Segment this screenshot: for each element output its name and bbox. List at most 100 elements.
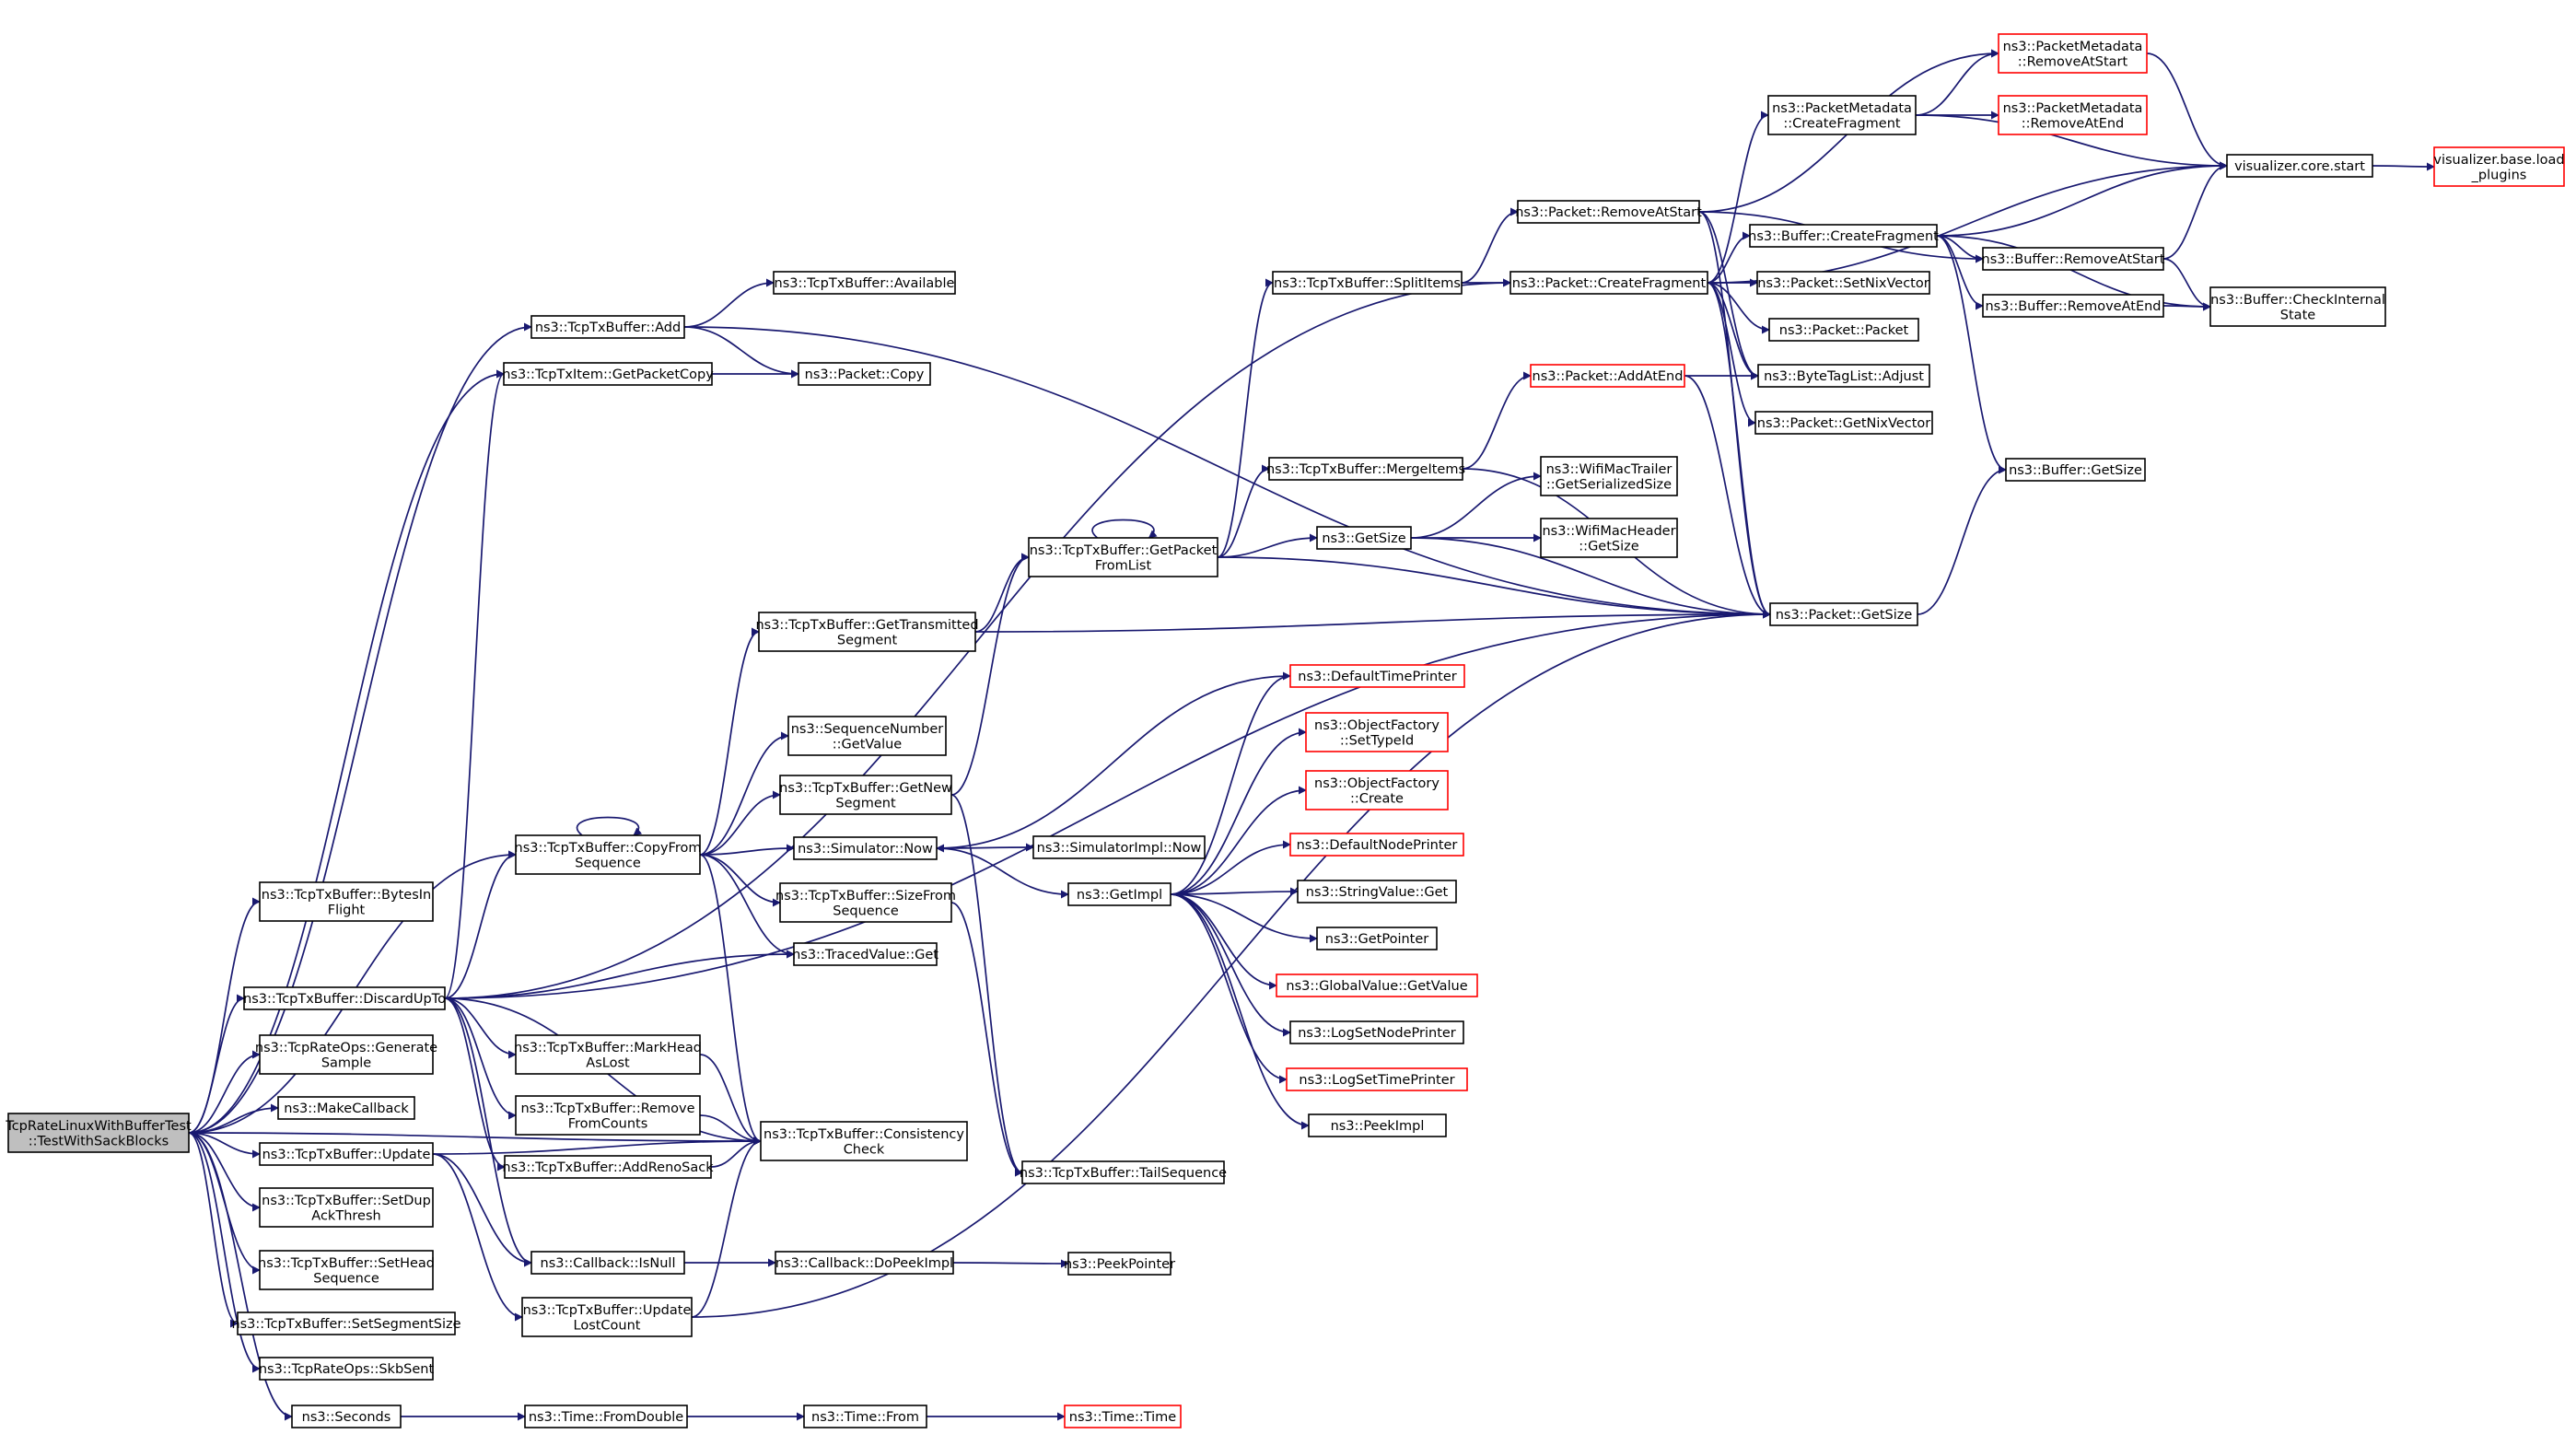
node-globalvalue[interactable]: ns3::GlobalValue::GetValue [1276,973,1478,997]
call-edge-copyfromseq-to-tracedget [699,854,795,959]
call-edge-mergeitems-to-paddatend [1462,371,1532,470]
node-setsegsize[interactable]: ns3::TcpTxBuffer::SetSegmentSize [231,1312,461,1335]
node-getpointer[interactable]: ns3::GetPointer [1316,927,1438,950]
node-box [779,882,952,923]
node-label: ns3::TcpRateOps::SkbSent [259,1362,435,1377]
node-splititems[interactable]: ns3::TcpTxBuffer::SplitItems [1272,271,1463,295]
node-box [503,362,713,386]
node-paddatend[interactable]: ns3::Packet::AddAtEnd [1530,364,1685,388]
node-wifiheader[interactable]: ns3::WifiMacHeader::GetSize [1540,518,1678,558]
node-peekimpl[interactable]: ns3::PeekImpl [1308,1113,1447,1137]
node-bremoveatend[interactable]: ns3::Buffer::RemoveAtEnd [1982,294,2164,318]
node-stringvalueget[interactable]: ns3::StringValue::Get [1297,880,1457,904]
node-tracedget[interactable]: ns3::TracedValue::Get [792,942,938,966]
node-ofcreate[interactable]: ns3::ObjectFactory::Create [1305,770,1449,810]
node-dopeekimpl[interactable]: ns3::Callback::DoPeekImpl [775,1251,954,1275]
node-pgetnixvector[interactable]: ns3::Packet::GetNixVector [1754,411,1933,435]
node-getsize[interactable]: ns3::GetSize [1316,526,1412,550]
call-edge-root-to-generatesample [188,1050,261,1134]
node-getimpl[interactable]: ns3::GetImpl [1067,882,1171,906]
node-makecallback[interactable]: ns3::MakeCallback [277,1096,415,1120]
node-label: ::GetValue [833,737,903,752]
node-premoveatstart[interactable]: ns3::Packet::RemoveAtStart [1515,200,1702,224]
node-timetime[interactable]: ns3::Time::Time [1064,1405,1182,1428]
call-edge-pcreatefragment-to-pgetsize [1707,282,1771,619]
call-edge-pcreatefragment-to-ppacket [1707,282,1770,334]
node-label: ns3::Buffer::CheckInternal [2210,293,2385,308]
node-bcreatefragment[interactable]: ns3::Buffer::CreateFragment [1748,224,1939,248]
node-label: ns3::Packet::AddAtEnd [1533,369,1684,384]
node-bytetagadjust[interactable]: ns3::ByteTagList::Adjust [1757,364,1930,388]
node-wifitrailer[interactable]: ns3::WifiMacTrailer::GetSerializedSize [1540,456,1678,496]
node-box [1308,1113,1447,1137]
node-psetnixvector[interactable]: ns3::Packet::SetNixVector [1756,271,1930,295]
node-vizstart[interactable]: visualizer.core.start [2226,154,2373,178]
node-seconds[interactable]: ns3::Seconds [291,1405,402,1428]
node-pmcreatefragment[interactable]: ns3::PacketMetadata::CreateFragment [1767,95,1917,135]
node-pmremoveatend[interactable]: ns3::PacketMetadata::RemoveAtEnd [1998,95,2148,135]
node-fromdouble[interactable]: ns3::Time::FromDouble [524,1405,688,1428]
node-vizload[interactable]: visualizer.base.load_plugins [2433,146,2565,187]
node-label: ns3::WifiMacTrailer [1546,462,1673,477]
node-label: ns3::Packet::Copy [805,367,925,382]
node-addrenosack[interactable]: ns3::TcpTxBuffer::AddRenoSack [502,1155,714,1179]
node-ppacket[interactable]: ns3::Packet::Packet [1768,318,1919,342]
call-edge-copyfromseq-to-copyfromseq [576,816,643,836]
node-defnodeprinter[interactable]: ns3::DefaultNodePrinter [1289,833,1464,857]
node-peekpointer[interactable]: ns3::PeekPointer [1064,1252,1175,1276]
node-tailseq[interactable]: ns3::TcpTxBuffer::TailSequence [1020,1160,1227,1184]
node-pgetsize[interactable]: ns3::Packet::GetSize [1769,602,1918,626]
node-label: ns3::ObjectFactory [1314,776,1440,791]
node-isnull[interactable]: ns3::Callback::IsNull [530,1251,685,1275]
call-edge-removefromcounts-to-consistency [699,1114,762,1146]
node-box [1754,411,1933,435]
call-edge-copyfromseq-to-seqgetvalue [699,731,789,856]
call-edge-getimpl-to-deftimeprinter [1170,671,1291,895]
node-box [1032,835,1206,859]
node-box [1067,1252,1171,1276]
node-pmremoveatstart[interactable]: ns3::PacketMetadata::RemoveAtStart [1998,33,2148,74]
node-discardupto[interactable]: ns3::TcpTxBuffer::DiscardUpTo [243,986,446,1010]
node-mergeitems[interactable]: ns3::TcpTxBuffer::MergeItems [1266,457,1465,481]
node-logsetnode[interactable]: ns3::LogSetNodePrinter [1289,1020,1464,1044]
node-skbsent[interactable]: ns3::TcpRateOps::SkbSent [259,1357,435,1381]
call-edge-updatelostcount-to-consistency [691,1137,762,1318]
node-label: ns3::SimulatorImpl::Now [1037,841,1202,856]
node-root[interactable]: TcpRateLinuxWithBufferTest::TestWithSack… [5,1113,192,1153]
node-bgetsize[interactable]: ns3::Buffer::GetSize [2005,458,2146,482]
node-box [259,1142,434,1166]
node-simimplnow[interactable]: ns3::SimulatorImpl::Now [1032,835,1206,859]
node-bremoveatstart[interactable]: ns3::Buffer::RemoveAtStart [1982,247,2165,271]
node-getpacketcopy[interactable]: ns3::TcpTxItem::GetPacketCopy [502,362,714,386]
node-logsettime[interactable]: ns3::LogSetTimePrinter [1286,1067,1468,1091]
node-available[interactable]: ns3::TcpTxBuffer::Available [773,271,956,295]
node-simnow[interactable]: ns3::Simulator::Now [793,836,938,860]
node-add[interactable]: ns3::TcpTxBuffer::Add [530,315,685,339]
node-label: ns3::TcpTxBuffer::SetSegmentSize [231,1317,460,1332]
node-timefrom[interactable]: ns3::Time::From [803,1405,927,1428]
node-box [277,1096,415,1120]
call-edge-getsize-to-wifitrailer [1410,472,1542,539]
node-box [1768,318,1919,342]
node-pcreatefragment[interactable]: ns3::Packet::CreateFragment [1509,271,1708,295]
node-ofsettypeid[interactable]: ns3::ObjectFactory::SetTypeId [1305,712,1449,752]
node-deftimeprinter[interactable]: ns3::DefaultTimePrinter [1289,664,1465,688]
node-update[interactable]: ns3::TcpTxBuffer::Update [259,1142,434,1166]
node-pcopy[interactable]: ns3::Packet::Copy [798,362,931,386]
node-seqgetvalue[interactable]: ns3::SequenceNumber::GetValue [787,716,947,756]
node-label: ns3::TcpTxBuffer::SizeFrom [775,889,956,904]
